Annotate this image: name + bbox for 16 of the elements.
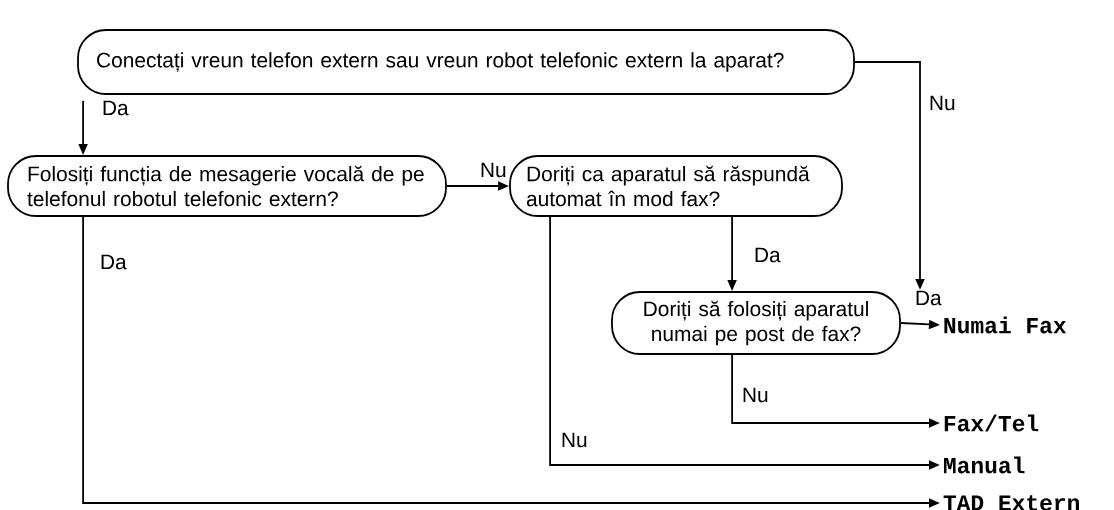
- edge-label: Da: [913, 289, 943, 307]
- result-text: TAD Extern: [943, 495, 1079, 510]
- edge-label: Nu: [927, 94, 957, 112]
- question-box: Doriți să folosiți aparatul numai pe post de fax?: [611, 291, 901, 355]
- edge-label: Da: [752, 246, 782, 264]
- edge-label: Nu: [559, 431, 589, 449]
- edge-label: Nu: [740, 386, 770, 404]
- result-text: Manual: [944, 456, 1025, 474]
- question-box: Doriți ca aparatul să răspundă automat în mod fax?: [509, 155, 843, 217]
- edge-label: Da: [100, 99, 130, 117]
- result-text: Fax/Tel: [944, 414, 1039, 432]
- question-box: Conectați vreun telefon extern sau vreun robot telefonic extern la aparat?: [77, 29, 855, 95]
- question-box: Folosiți funcția de mesagerie vocală de pe telefonul robotul telefonic extern?: [7, 155, 447, 217]
- result-text: Numai Fax: [944, 316, 1067, 334]
- edge-label: Da: [98, 253, 128, 271]
- edge-label: Nu: [478, 161, 508, 179]
